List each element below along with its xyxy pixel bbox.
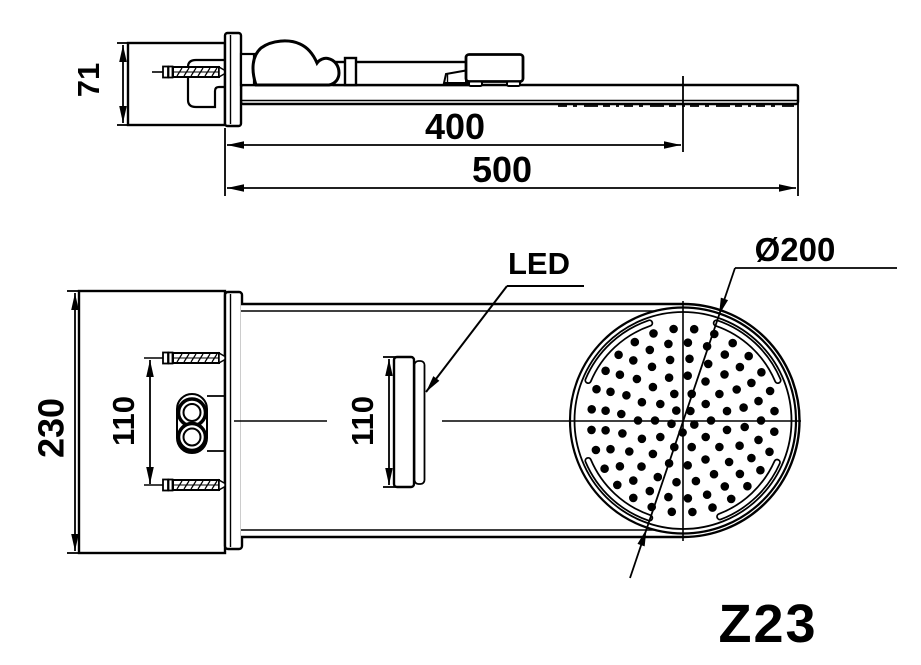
dim-diameter	[629, 267, 897, 579]
dim-230	[67, 290, 81, 554]
led-label: LED	[508, 246, 570, 281]
dim-400-label: 400	[425, 106, 485, 147]
led-strip-lens	[413, 360, 426, 485]
dim-230-label: 230	[31, 398, 72, 458]
slider-foot-right	[506, 80, 521, 87]
pivot-ball-joint	[251, 39, 341, 87]
arm-collar	[343, 56, 358, 87]
slider-foot-left	[468, 80, 483, 87]
inlet-port-bottom-bore	[182, 427, 202, 447]
dim-71-label: 71	[71, 63, 106, 97]
wall-flange-side	[223, 31, 243, 128]
mounting-screw-side	[152, 65, 226, 79]
inlet-port-top-bore	[182, 403, 202, 422]
dim-500-label: 500	[472, 149, 532, 190]
led-strip-body	[392, 355, 416, 489]
inlet-port-bottom	[176, 421, 208, 453]
dim-400	[227, 76, 684, 152]
plan-view: 230 110 110 LED Ø200	[31, 231, 897, 579]
dim-110-led-label: 110	[345, 396, 380, 446]
wall-mount-box	[126, 41, 227, 127]
slider-block	[464, 53, 525, 83]
side-view: 71 400 500	[71, 31, 800, 196]
elbow-pipe	[186, 58, 225, 109]
led-leader	[425, 285, 584, 393]
dim-500	[224, 85, 799, 196]
nozzle-dots	[587, 324, 779, 517]
mounting-screws-plan	[144, 351, 226, 492]
dim-110-screws-label: 110	[106, 396, 141, 446]
spray-face-arc-slots	[584, 319, 782, 522]
dim-110-led	[383, 356, 396, 488]
dimension-arrowheads	[71, 45, 796, 551]
dim-diameter-label: Ø200	[755, 231, 836, 268]
model-label: Z23	[718, 594, 817, 654]
